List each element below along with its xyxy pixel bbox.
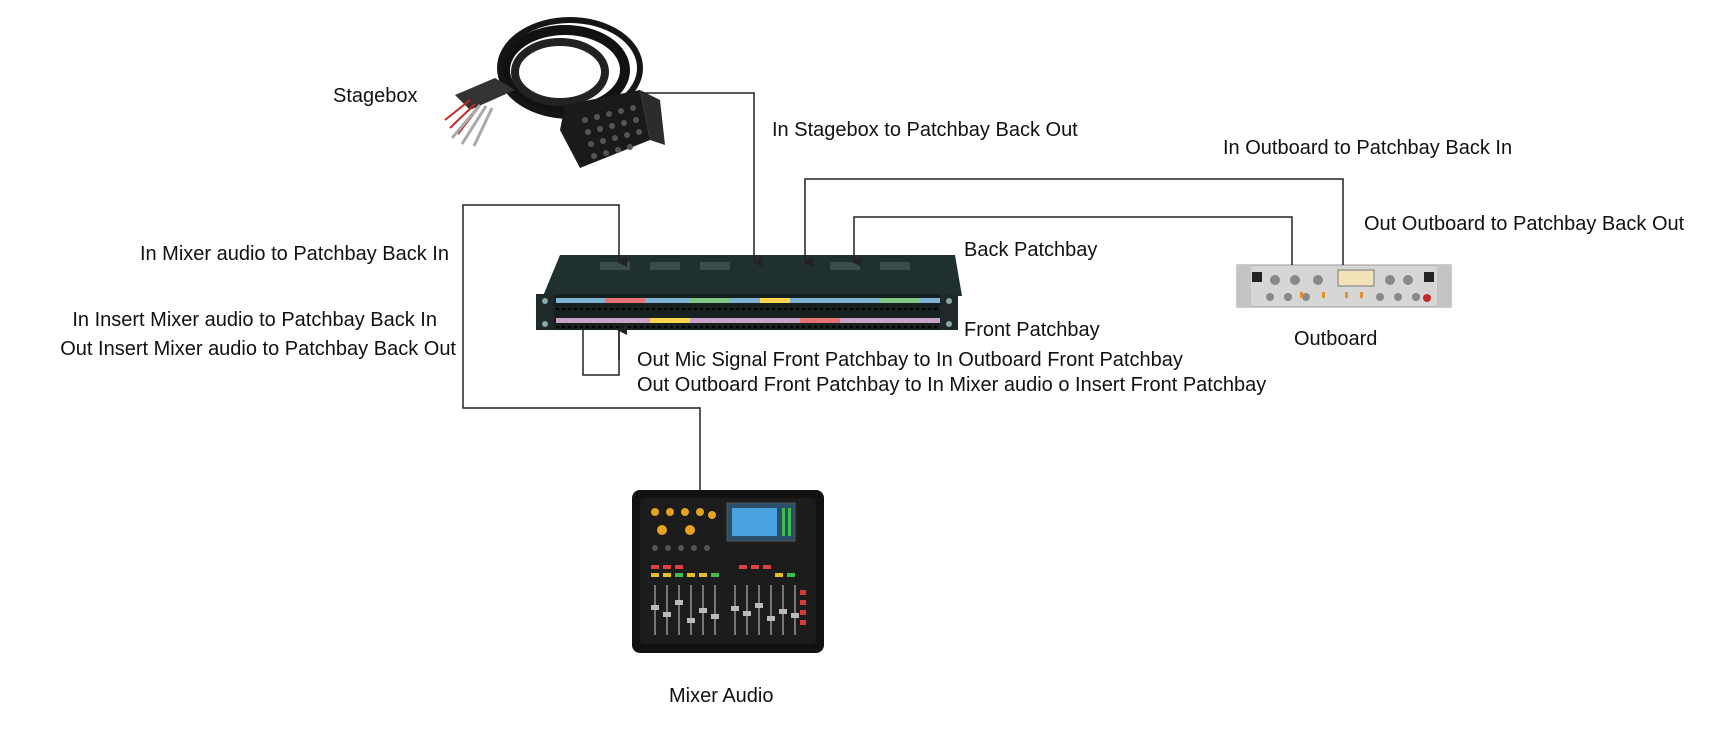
out-outboard-label: Out Outboard to Patchbay Back Out: [1364, 213, 1685, 235]
in-outboard-label: In Outboard to Patchbay Back In: [1223, 137, 1513, 159]
signal-wires: [462, 92, 1344, 490]
wire-outboard-to-patchbay-out: [852, 216, 1293, 267]
in-insert-mixer-label: In Insert Mixer audio to Patchbay Back I…: [72, 309, 437, 331]
out-outboard-front-label: Out Outboard Front Patchbay to In Mixer …: [637, 374, 1267, 396]
wire-stagebox-to-patchbay: [643, 92, 762, 267]
front-patchbay-label: Front Patchbay: [964, 319, 1100, 341]
mixer-image: [632, 490, 824, 653]
in-mixer-label: In Mixer audio to Patchbay Back In: [139, 243, 449, 265]
back-patchbay-label: Back Patchbay: [964, 239, 1098, 261]
outboard-label: Outboard: [1294, 328, 1378, 350]
outboard-image: [1236, 264, 1452, 308]
stagebox-image: [444, 17, 665, 168]
wire-mixer-to-patchbay: [462, 204, 701, 490]
wire-outboard-to-patchbay-in: [803, 178, 1344, 267]
in-stagebox-label: In Stagebox to Patchbay Back Out: [772, 119, 1078, 141]
patchbay-image: [536, 255, 962, 330]
wire-insert-loop: [582, 330, 620, 376]
out-mic-signal-label: Out Mic Signal Front Patchbay to In Outb…: [637, 349, 1183, 371]
mixer-audio-label: Mixer Audio: [669, 685, 774, 707]
stagebox-label: Stagebox: [333, 85, 418, 107]
out-insert-mixer-label: Out Insert Mixer audio to Patchbay Back …: [60, 338, 456, 360]
